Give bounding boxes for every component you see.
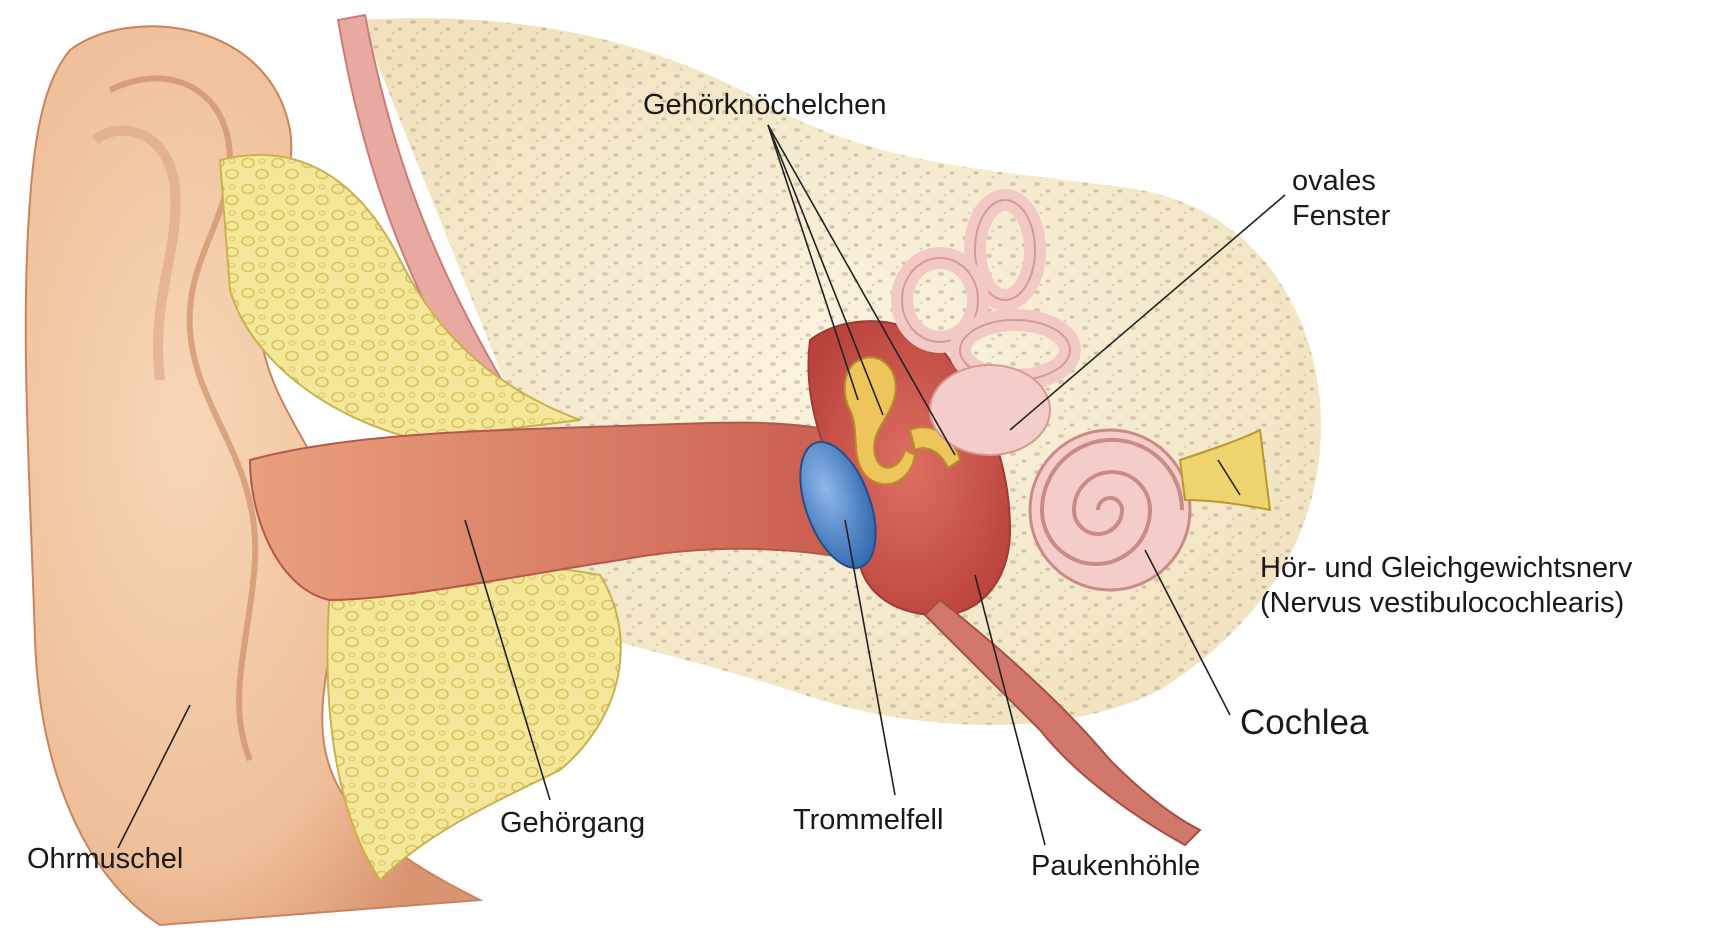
- label-line-2: Fenster: [1292, 200, 1391, 233]
- label-text: Paukenhöhle: [1031, 850, 1201, 882]
- label-text: Cochlea: [1240, 703, 1369, 742]
- label-gehoerknoechelchen: Gehörknöchelchen: [643, 88, 886, 123]
- label-text: Trommelfell: [793, 804, 944, 836]
- label-line-2: (Nervus vestibulocochlearis): [1260, 587, 1625, 620]
- semicircular-canals: [891, 189, 1081, 391]
- label-line-1: ovales: [1292, 165, 1376, 197]
- label-line-1: Hör- und Gleichgewichtsnerv: [1260, 552, 1633, 584]
- label-ovales-fenster: ovales Fenster: [1292, 164, 1390, 235]
- label-cochlea: Cochlea: [1240, 702, 1368, 745]
- ear-canal: [248, 421, 862, 602]
- label-trommelfell: Trommelfell: [793, 803, 943, 838]
- label-text: Gehörknöchelchen: [643, 89, 887, 121]
- label-gehoergang: Gehörgang: [500, 806, 645, 841]
- label-nerv: Hör- und Gleichgewichtsnerv (Nervus vest…: [1260, 551, 1632, 622]
- label-text: Ohrmuschel: [27, 843, 184, 875]
- eustachian-tube: [923, 598, 1202, 847]
- label-paukenhoehle: Paukenhöhle: [1031, 849, 1200, 884]
- upper-cartilage: [218, 153, 581, 442]
- eardrum-shape: [799, 441, 877, 569]
- label-text: Gehörgang: [500, 807, 646, 839]
- cochlea-shape: [1028, 428, 1192, 592]
- label-ohrmuschel: Ohrmuschel: [27, 842, 183, 877]
- leader-lines: [117, 124, 1286, 849]
